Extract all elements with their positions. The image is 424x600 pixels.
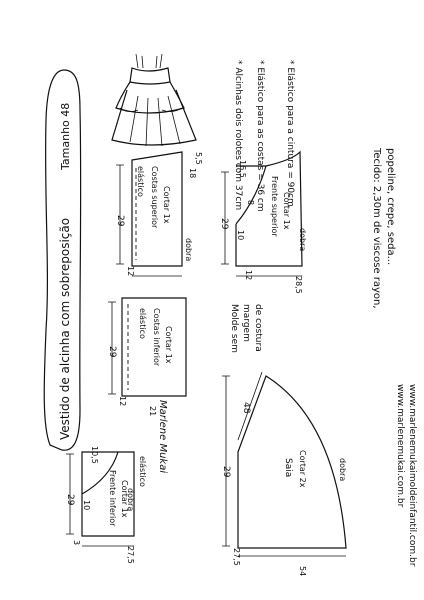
piece-back-lower: Costas inferior Cortar 1x elástico 29 12… bbox=[107, 297, 187, 416]
piece-back-upper: Costas superior Cortar 1x elástico 29 18… bbox=[115, 151, 203, 277]
front-lower-name: Frente inferior bbox=[108, 470, 117, 527]
signature: Marlene Mukai bbox=[157, 400, 168, 473]
fabric-line-2: popeline, crepe, seda... bbox=[385, 148, 396, 265]
front-lower-neck: 3 bbox=[72, 540, 81, 545]
credits: www.marlenemukai.com.br www.marlenemukai… bbox=[395, 384, 417, 567]
back-lower-elastic: elástico bbox=[138, 308, 147, 339]
back-lower-width: 29 bbox=[107, 346, 117, 358]
front-upper-name: Frente superior bbox=[270, 176, 279, 237]
notes-block: * Alcinhas dois rolotes com 37cm * Elást… bbox=[233, 60, 295, 212]
front-lower-width: 29 bbox=[65, 494, 75, 506]
skirt-width: 29 bbox=[221, 466, 231, 478]
size-label: Tamanho 48 bbox=[59, 103, 72, 171]
back-upper-width: 29 bbox=[115, 215, 125, 227]
front-lower-top: 10,5 bbox=[90, 446, 99, 464]
note-alcinhas: * Alcinhas dois rolotes com 37cm bbox=[233, 60, 243, 210]
back-lower-name: Costas inferior bbox=[152, 308, 161, 367]
no-seam-allowance-note: Molde sem margem de costura bbox=[229, 304, 263, 353]
front-upper-side: 10 bbox=[236, 230, 245, 240]
front-upper-fold: dobra bbox=[298, 228, 307, 251]
back-lower-side: 21 bbox=[148, 406, 157, 416]
skirt-fold: dobra bbox=[338, 458, 347, 481]
skirt-cut: Cortar 2x bbox=[298, 450, 307, 488]
front-lower-fold: dobra bbox=[126, 488, 135, 511]
piece-skirt: Saia Cortar 2x 29 48 27,5 54 dobra bbox=[221, 371, 347, 576]
fabric-note: Tecido: 2,30m de viscose rayon, popeline… bbox=[371, 147, 396, 309]
back-upper-cut: Cortar 1x bbox=[162, 186, 171, 224]
no-seam-line-3: de costura bbox=[253, 304, 263, 352]
front-upper-cut: Cortar 1x bbox=[282, 192, 291, 230]
front-upper-width: 29 bbox=[219, 218, 229, 230]
back-upper-elastic: elástico bbox=[136, 166, 145, 197]
back-upper-fold: dobra bbox=[184, 238, 193, 261]
back-lower-height: 12 bbox=[118, 396, 127, 406]
credit-site-2: www.marlenemukaimoldeinfantil.com.br bbox=[407, 384, 417, 567]
dress-sketch-icon bbox=[111, 53, 197, 147]
skirt-diag: 48 bbox=[241, 402, 251, 414]
front-upper-bottom: 12 bbox=[244, 270, 253, 280]
credit-site-1: www.marlenemukai.com.br bbox=[395, 384, 405, 508]
back-upper-name: Costas superior bbox=[150, 166, 159, 229]
signature-text: Marlene Mukai bbox=[157, 400, 168, 473]
note-elastico-cintura: * Elástico para a cintura = 90cm bbox=[285, 60, 295, 207]
front-lower-elastic: elástico bbox=[138, 456, 147, 487]
no-seam-line-1: Molde sem bbox=[229, 304, 239, 353]
back-upper-height: 12 bbox=[126, 266, 135, 276]
front-lower-height: 27,5 bbox=[126, 546, 135, 564]
back-upper-side: 18 bbox=[188, 168, 197, 178]
piece-front-lower: Frente inferior Cortar 1x 29 10 10,5 3 2… bbox=[65, 446, 147, 564]
skirt-height: 27,5 bbox=[232, 548, 241, 566]
back-lower-cut: Cortar 1x bbox=[164, 326, 173, 364]
pattern-title: Vestido de alcinha com sobreposição bbox=[58, 218, 72, 440]
front-upper-neck: 8 bbox=[246, 200, 255, 205]
piece-front-upper: Frente superior Cortar 1x 29 12 10 16,5 … bbox=[219, 150, 307, 294]
no-seam-line-2: margem bbox=[241, 304, 251, 342]
title-banner: Vestido de alcinha com sobreposição Tama… bbox=[43, 69, 82, 451]
back-upper-top: 5,5 bbox=[194, 152, 203, 165]
skirt-name: Saia bbox=[283, 458, 293, 477]
front-lower-cut: Cortar 1x bbox=[120, 480, 129, 518]
front-lower-side: 10 bbox=[82, 500, 91, 510]
front-upper-top: 16,5 bbox=[238, 160, 247, 178]
note-elastico-costas: * Elástico para as costas = 36 cm bbox=[255, 60, 265, 212]
front-upper-height: 28,5 bbox=[294, 276, 303, 294]
fabric-line-1: Tecido: 2,30m de viscose rayon, bbox=[371, 147, 382, 309]
skirt-bottom: 54 bbox=[298, 566, 307, 576]
